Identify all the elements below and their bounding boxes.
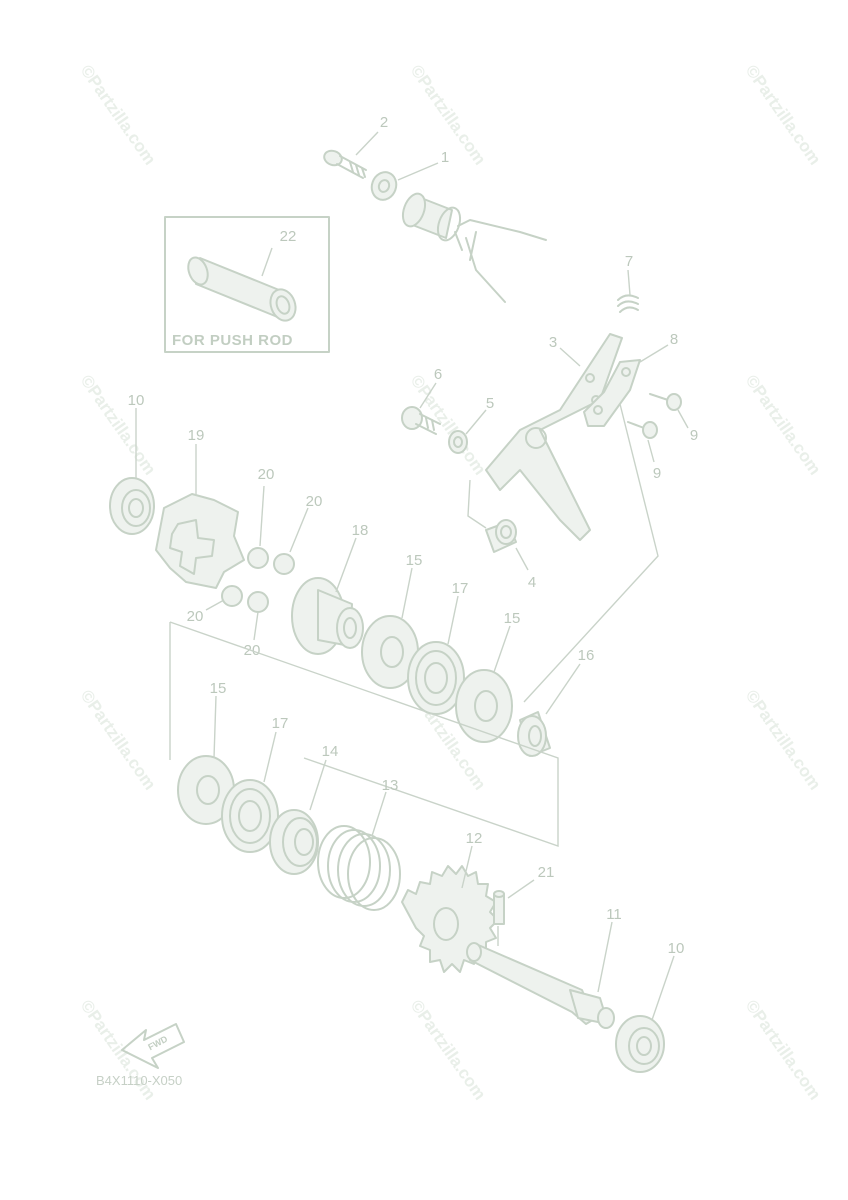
callout-10-left: 10: [128, 392, 145, 409]
diagram-code: B4X1110-X050: [96, 1073, 182, 1088]
part-9-bolt-upper: [649, 393, 682, 411]
part-10-bearing-right: [615, 1015, 665, 1073]
watermark: ©Partzilla.com: [407, 996, 490, 1103]
callout-22: 22: [280, 228, 297, 245]
part-8-bracket: [583, 359, 641, 427]
callout-15-upper: 15: [406, 552, 423, 569]
part-21-pin: [493, 890, 505, 925]
callout-18: 18: [352, 522, 369, 539]
callout-8: 8: [670, 331, 678, 348]
part-15-washer-lower: [177, 755, 235, 825]
callout-7: 7: [625, 253, 633, 270]
watermark: ©Partzilla.com: [77, 686, 160, 793]
watermark: ©Partzilla.com: [77, 61, 160, 168]
callout-2: 2: [380, 114, 388, 131]
part-19-ratchet-guide: [155, 493, 245, 589]
callout-1: 1: [441, 149, 449, 166]
part-5-washer: [448, 430, 468, 454]
part-6-bolt: [401, 406, 441, 435]
part-11-kick-shaft: [466, 942, 615, 1029]
callout-19: 19: [188, 427, 205, 444]
part-17-thrust-bearing-lower: [221, 779, 279, 853]
part-18-ratchet: [291, 577, 364, 655]
inset-frame: [164, 216, 330, 353]
part-20-balls: [221, 547, 295, 613]
callout-20-b: 20: [306, 493, 323, 510]
part-4-bushing: [485, 519, 517, 553]
watermark: ©Partzilla.com: [77, 371, 160, 478]
callout-15-right: 15: [504, 610, 521, 627]
watermark: ©Partzilla.com: [742, 996, 825, 1103]
part-9-bolt-lower: [627, 421, 658, 439]
callout-14: 14: [322, 743, 339, 760]
callout-6: 6: [434, 366, 442, 383]
part-14-spring-guide: [269, 809, 319, 875]
callout-11: 11: [606, 906, 622, 923]
callout-5: 5: [486, 395, 494, 412]
collar-sleeve: [401, 192, 462, 242]
part-3-lever-arm: [485, 333, 623, 541]
callout-15-lower: 15: [210, 680, 227, 697]
part-16-collar: [517, 711, 551, 757]
callout-17-lower: 17: [272, 715, 289, 732]
callout-10-right: 10: [668, 940, 685, 957]
callout-9-upper: 9: [690, 427, 698, 444]
callout-20-a: 20: [258, 466, 275, 483]
callout-4: 4: [528, 574, 536, 591]
part-1-washer: [370, 171, 398, 201]
callout-9-lower: 9: [653, 465, 661, 482]
callout-20-c: 20: [187, 608, 204, 625]
part-2-bolt: [323, 149, 367, 179]
callout-12: 12: [466, 830, 483, 847]
watermark: ©Partzilla.com: [742, 371, 825, 478]
watermark: ©Partzilla.com: [742, 61, 825, 168]
part-10-bearing-left: [109, 477, 155, 535]
inset-label: FOR PUSH ROD: [172, 332, 293, 349]
part-15-washer-right: [455, 669, 513, 743]
push-rod-inset: 22 FOR PUSH ROD: [164, 216, 330, 353]
engine-case-outline: [454, 219, 547, 303]
callout-16: 16: [578, 647, 595, 664]
callout-3: 3: [549, 334, 557, 351]
part-17-thrust-bearing-upper: [407, 641, 465, 715]
callout-17-upper: 17: [452, 580, 469, 597]
watermark: ©Partzilla.com: [742, 686, 825, 793]
callout-21: 21: [538, 864, 555, 881]
part-22-push-rod-collar: [187, 256, 297, 322]
part-7-spring: [617, 294, 639, 313]
callout-13: 13: [382, 777, 399, 794]
part-13-spring: [317, 825, 401, 911]
